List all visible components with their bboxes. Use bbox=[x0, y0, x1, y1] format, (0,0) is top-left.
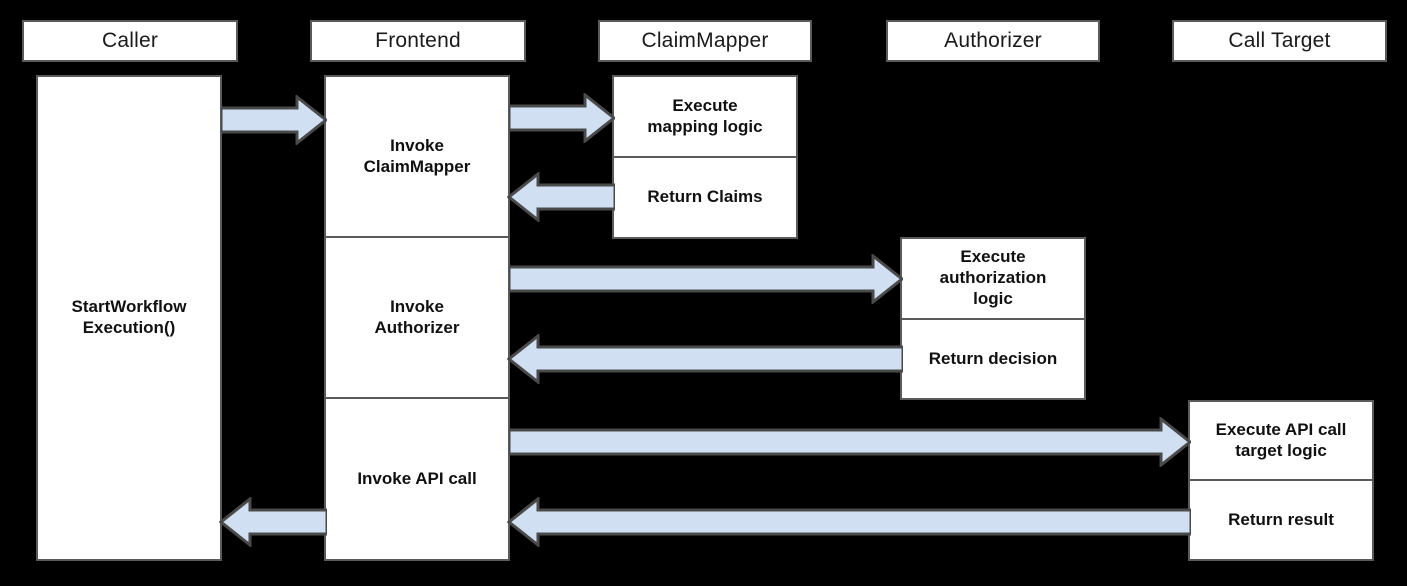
activation-claimmapper-execute-mapping-logic-label: Execute mapping logic bbox=[647, 95, 763, 136]
lifeline-header-claimmapper[interactable]: ClaimMapper bbox=[598, 20, 812, 62]
message-arrow-claimmapper-to-frontend[interactable] bbox=[507, 172, 615, 222]
activation-frontend-invoke-api-call[interactable]: Invoke API call bbox=[324, 398, 510, 561]
lifeline-header-authorizer[interactable]: Authorizer bbox=[886, 20, 1100, 62]
lifeline-header-caller[interactable]: Caller bbox=[22, 20, 238, 62]
activation-claimmapper-return-claims-label: Return Claims bbox=[647, 187, 763, 207]
message-arrow-frontend-to-authorizer[interactable] bbox=[509, 254, 903, 304]
lifeline-header-calltarget-label: Call Target bbox=[1228, 29, 1331, 52]
activation-caller-start-workflow[interactable]: StartWorkflow Execution() bbox=[36, 75, 222, 561]
activation-frontend-invoke-claimmapper[interactable]: Invoke ClaimMapper bbox=[324, 75, 510, 237]
activation-frontend-invoke-claimmapper-label: Invoke ClaimMapper bbox=[363, 135, 471, 176]
lifeline-header-authorizer-label: Authorizer bbox=[944, 29, 1042, 52]
activation-claimmapper-return-claims[interactable]: Return Claims bbox=[612, 157, 798, 239]
activation-frontend-invoke-authorizer-label: Invoke Authorizer bbox=[374, 296, 460, 337]
message-arrow-calltarget-to-frontend[interactable] bbox=[507, 497, 1191, 547]
activation-calltarget-return-result[interactable]: Return result bbox=[1188, 480, 1374, 561]
message-arrow-caller-to-frontend[interactable] bbox=[221, 95, 327, 145]
activation-authorizer-return-decision-label: Return decision bbox=[928, 348, 1058, 368]
lifeline-header-frontend[interactable]: Frontend bbox=[310, 20, 526, 62]
lifeline-header-caller-label: Caller bbox=[101, 29, 159, 52]
activation-authorizer-execute-authorization-logic-label: Execute authorization logic bbox=[939, 247, 1047, 308]
activation-calltarget-return-result-label: Return result bbox=[1228, 509, 1334, 529]
activation-frontend-invoke-authorizer[interactable]: Invoke Authorizer bbox=[324, 237, 510, 398]
activation-claimmapper-execute-mapping-logic[interactable]: Execute mapping logic bbox=[612, 75, 798, 157]
lifeline-header-claimmapper-label: ClaimMapper bbox=[641, 29, 769, 52]
activation-frontend-invoke-api-call-label: Invoke API call bbox=[357, 468, 477, 488]
lifeline-header-frontend-label: Frontend bbox=[375, 29, 461, 52]
lifeline-header-calltarget[interactable]: Call Target bbox=[1172, 20, 1387, 62]
message-arrow-frontend-to-caller[interactable] bbox=[219, 497, 327, 547]
activation-calltarget-execute-api-call-target-logic-label: Execute API call target logic bbox=[1215, 419, 1347, 460]
activation-authorizer-execute-authorization-logic[interactable]: Execute authorization logic bbox=[900, 237, 1086, 319]
message-arrow-authorizer-to-frontend[interactable] bbox=[507, 334, 903, 384]
activation-authorizer-return-decision[interactable]: Return decision bbox=[900, 319, 1086, 400]
message-arrow-frontend-to-claimmapper[interactable] bbox=[509, 93, 615, 143]
message-arrow-frontend-to-calltarget[interactable] bbox=[509, 417, 1191, 467]
activation-caller-start-workflow-label: StartWorkflow Execution() bbox=[71, 297, 187, 337]
activation-calltarget-execute-api-call-target-logic[interactable]: Execute API call target logic bbox=[1188, 400, 1374, 480]
